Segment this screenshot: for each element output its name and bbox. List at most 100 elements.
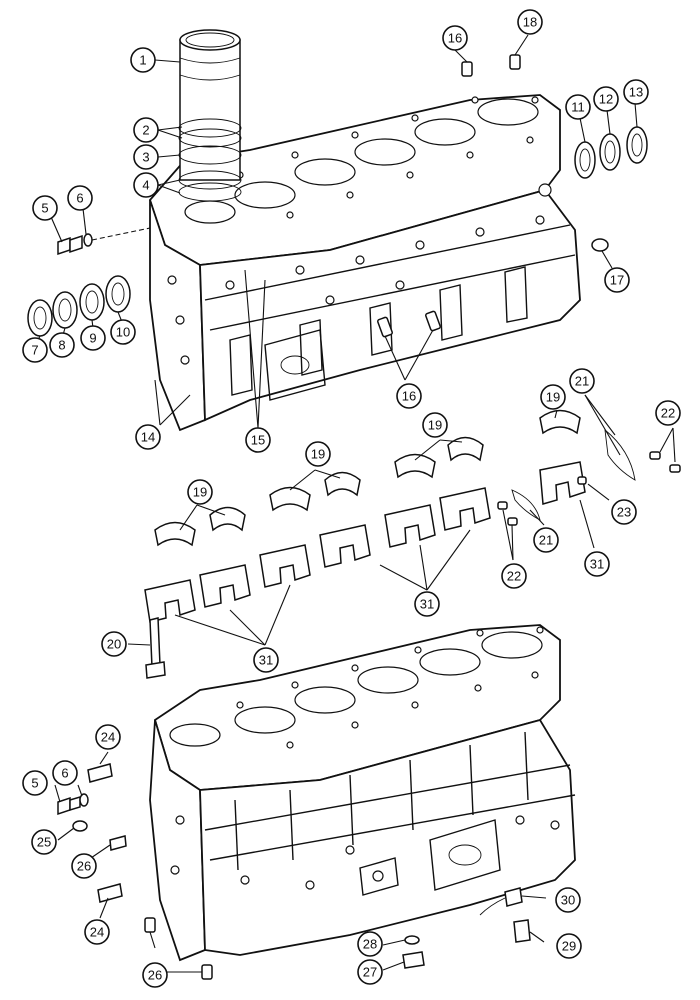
callout-24-lower: 24 bbox=[84, 919, 110, 945]
svg-text:6: 6 bbox=[76, 191, 83, 206]
svg-text:13: 13 bbox=[629, 85, 643, 100]
svg-text:29: 29 bbox=[562, 939, 576, 954]
svg-text:5: 5 bbox=[31, 776, 38, 791]
callout-16-top: 16 bbox=[442, 25, 468, 51]
svg-text:16: 16 bbox=[402, 389, 416, 404]
svg-text:22: 22 bbox=[507, 569, 521, 584]
callout-31-c: 31 bbox=[584, 551, 610, 577]
side-dowels bbox=[377, 310, 441, 338]
callout-22-b: 22 bbox=[501, 563, 527, 589]
cam-bushings-right bbox=[574, 126, 648, 179]
svg-text:26: 26 bbox=[77, 859, 91, 874]
lower-engine-block bbox=[149, 624, 576, 962]
callout-23: 23 bbox=[611, 499, 637, 525]
svg-text:7: 7 bbox=[31, 343, 38, 358]
svg-text:19: 19 bbox=[193, 485, 207, 500]
callout-19-b: 19 bbox=[305, 441, 331, 467]
callout-6-lower: 6 bbox=[52, 760, 78, 786]
svg-text:20: 20 bbox=[107, 637, 121, 652]
callout-13: 13 bbox=[623, 79, 649, 105]
svg-text:30: 30 bbox=[561, 893, 575, 908]
plug-17 bbox=[591, 238, 609, 252]
cap-bolt-20 bbox=[145, 617, 166, 679]
leader-lines bbox=[37, 34, 676, 973]
callout-24-upper: 24 bbox=[95, 724, 121, 750]
callout-16-side: 16 bbox=[396, 383, 422, 409]
svg-text:8: 8 bbox=[58, 338, 65, 353]
callout-21-a: 21 bbox=[569, 368, 595, 394]
bottom-right-parts bbox=[402, 887, 531, 969]
liner-seal-rings bbox=[178, 118, 242, 202]
svg-text:16: 16 bbox=[448, 31, 462, 46]
callout-7: 7 bbox=[22, 337, 48, 363]
callout-9: 9 bbox=[80, 325, 106, 351]
callout-5-lower: 5 bbox=[22, 770, 48, 796]
callout-6-upper: 6 bbox=[67, 185, 93, 211]
callout-28: 28 bbox=[357, 931, 383, 957]
callout-30: 30 bbox=[555, 887, 581, 913]
svg-text:19: 19 bbox=[311, 447, 325, 462]
small-dowels bbox=[497, 451, 681, 526]
svg-text:28: 28 bbox=[363, 937, 377, 952]
svg-text:2: 2 bbox=[142, 123, 149, 138]
callout-29: 29 bbox=[556, 933, 582, 959]
callout-31-b: 31 bbox=[253, 647, 279, 673]
callout-11: 11 bbox=[565, 94, 591, 120]
cam-bushings-left bbox=[27, 275, 131, 337]
bearing-shells bbox=[154, 409, 636, 547]
cylinder-liner bbox=[179, 29, 241, 181]
svg-text:27: 27 bbox=[363, 965, 377, 980]
svg-text:31: 31 bbox=[420, 597, 434, 612]
svg-text:9: 9 bbox=[89, 331, 96, 346]
svg-text:19: 19 bbox=[428, 418, 442, 433]
callout-22-a: 22 bbox=[655, 400, 681, 426]
callout-4: 4 bbox=[133, 172, 159, 198]
callout-18: 18 bbox=[517, 9, 543, 35]
svg-text:15: 15 bbox=[251, 433, 265, 448]
callout-25: 25 bbox=[31, 829, 57, 855]
bolt-washer-upper bbox=[57, 227, 151, 256]
top-dowels bbox=[461, 54, 521, 77]
svg-text:25: 25 bbox=[37, 835, 51, 850]
svg-text:31: 31 bbox=[590, 557, 604, 572]
svg-text:5: 5 bbox=[41, 201, 48, 216]
callout-14: 14 bbox=[135, 424, 161, 450]
main-bearing-caps bbox=[144, 461, 586, 623]
svg-text:19: 19 bbox=[546, 390, 560, 405]
callout-19-c: 19 bbox=[422, 412, 448, 438]
callout-31-a: 31 bbox=[414, 591, 440, 617]
callout-15: 15 bbox=[245, 427, 271, 453]
svg-text:4: 4 bbox=[142, 178, 149, 193]
callout-20: 20 bbox=[101, 631, 127, 657]
lower-left-small-parts bbox=[57, 763, 213, 980]
svg-text:17: 17 bbox=[610, 273, 624, 288]
svg-text:21: 21 bbox=[575, 374, 589, 389]
svg-text:22: 22 bbox=[661, 406, 675, 421]
svg-text:18: 18 bbox=[523, 15, 537, 30]
svg-text:21: 21 bbox=[539, 533, 553, 548]
svg-text:26: 26 bbox=[148, 968, 162, 983]
callout-1: 1 bbox=[130, 47, 156, 73]
svg-text:3: 3 bbox=[142, 150, 149, 165]
callout-12: 12 bbox=[593, 86, 619, 112]
callout-26-lower: 26 bbox=[142, 962, 168, 988]
svg-text:14: 14 bbox=[141, 430, 155, 445]
callout-5-upper: 5 bbox=[32, 195, 58, 221]
svg-text:10: 10 bbox=[116, 325, 130, 340]
svg-text:1: 1 bbox=[139, 53, 146, 68]
callout-21-b: 21 bbox=[533, 527, 559, 553]
callout-3: 3 bbox=[133, 144, 159, 170]
callout-8: 8 bbox=[49, 332, 75, 358]
upper-engine-block bbox=[148, 94, 581, 432]
callout-17: 17 bbox=[604, 267, 630, 293]
svg-text:6: 6 bbox=[61, 766, 68, 781]
svg-text:24: 24 bbox=[90, 925, 104, 940]
svg-text:11: 11 bbox=[571, 100, 585, 115]
callout-10: 10 bbox=[110, 319, 136, 345]
callout-2: 2 bbox=[133, 117, 159, 143]
svg-text:31: 31 bbox=[259, 653, 273, 668]
callout-26-upper: 26 bbox=[71, 853, 97, 879]
svg-text:24: 24 bbox=[101, 730, 115, 745]
